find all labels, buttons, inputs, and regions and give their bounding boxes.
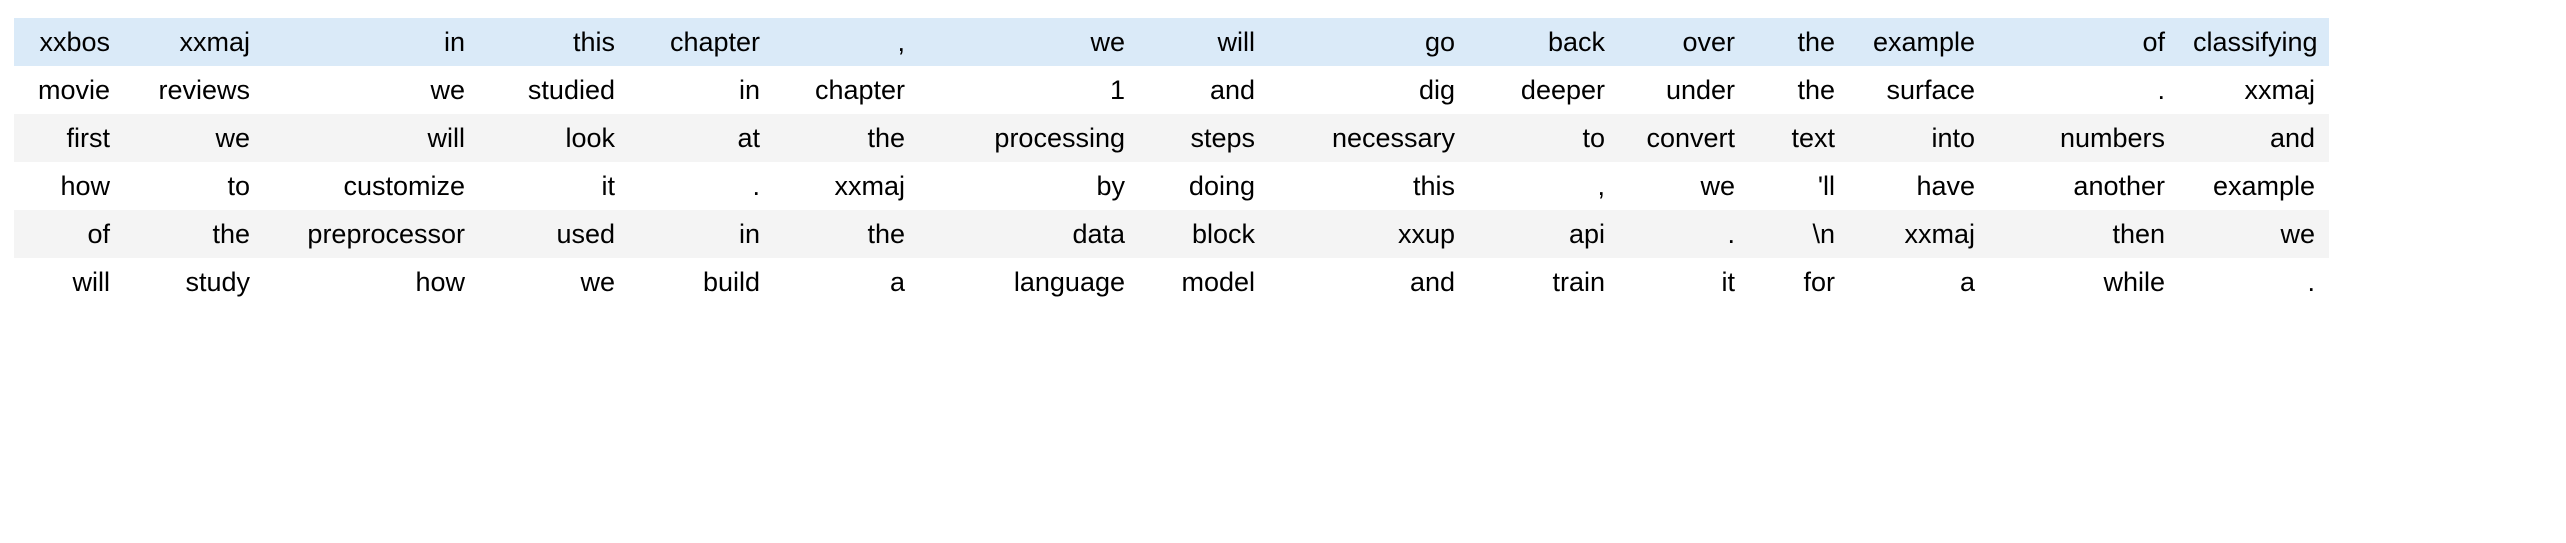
table-row[interactable]: xxbos xxmaj in this chapter , we will go… <box>14 18 2554 66</box>
token-cell: train <box>1469 258 1619 306</box>
token-cell: and <box>2179 114 2329 162</box>
table-row[interactable]: of the preprocessor used in the data blo… <box>14 210 2554 258</box>
tokens-table: xxbos xxmaj in this chapter , we will go… <box>14 18 2554 306</box>
token-cell: data <box>919 210 1139 258</box>
token-cell: and <box>1139 66 1269 114</box>
token-cell: example <box>1849 18 1989 66</box>
token-cell: reviews <box>124 66 264 114</box>
token-cell: while <box>1989 258 2179 306</box>
token-cell: . <box>2179 258 2329 306</box>
token-cell: into <box>1849 114 1989 162</box>
token-cell: text <box>1749 114 1849 162</box>
token-cell: processing <box>919 114 1139 162</box>
token-cell: we <box>2179 210 2329 258</box>
token-cell: surface <box>1849 66 1989 114</box>
token-cell: study <box>124 258 264 306</box>
token-cell: . <box>629 162 774 210</box>
tokens-table-body: xxbos xxmaj in this chapter , we will go… <box>14 18 2554 306</box>
token-cell: a <box>1849 258 1989 306</box>
token-cell: then <box>1989 210 2179 258</box>
token-cell: back <box>1469 18 1619 66</box>
token-cell: first <box>14 114 124 162</box>
token-cell: will <box>264 114 479 162</box>
token-cell: the <box>774 114 919 162</box>
token-cell: and <box>1269 258 1469 306</box>
token-cell: . <box>1619 210 1749 258</box>
token-cell: \n <box>1749 210 1849 258</box>
token-cell: steps <box>1139 114 1269 162</box>
token-cell: deeper <box>1469 66 1619 114</box>
token-cell: in <box>264 18 479 66</box>
token-cell: it <box>479 162 629 210</box>
token-cell: language <box>919 258 1139 306</box>
token-cell: studied <box>479 66 629 114</box>
token-cell: . <box>1989 66 2179 114</box>
token-cell: to <box>124 162 264 210</box>
token-cell: a <box>774 258 919 306</box>
token-cell: convert <box>1619 114 1749 162</box>
token-cell: block <box>1139 210 1269 258</box>
token-cell: xxup <box>1269 210 1469 258</box>
table-row[interactable]: first we will look at the processing ste… <box>14 114 2554 162</box>
token-cell: look <box>479 114 629 162</box>
token-cell: , <box>774 18 919 66</box>
token-cell: customize <box>264 162 479 210</box>
token-cell: how <box>264 258 479 306</box>
token-cell: xxmaj <box>2179 66 2329 114</box>
token-cell: 'll <box>1749 162 1849 210</box>
token-cell: of <box>14 210 124 258</box>
token-cell: we <box>919 18 1139 66</box>
token-cell: classifying <box>2179 18 2329 66</box>
token-cell: in <box>629 210 774 258</box>
token-cell: , <box>1469 162 1619 210</box>
token-cell: in <box>629 66 774 114</box>
token-cell: go <box>1269 18 1469 66</box>
token-cell: xxmaj <box>124 18 264 66</box>
token-cell: by <box>919 162 1139 210</box>
token-cell: we <box>124 114 264 162</box>
token-cell: we <box>479 258 629 306</box>
table-row[interactable]: how to customize it . xxmaj by doing thi… <box>14 162 2554 210</box>
token-cell: another <box>1989 162 2179 210</box>
token-cell: necessary <box>1269 114 1469 162</box>
token-cell: to <box>1469 114 1619 162</box>
token-cell: at <box>629 114 774 162</box>
token-cell: it <box>1619 258 1749 306</box>
token-cell: the <box>124 210 264 258</box>
token-cell: movie <box>14 66 124 114</box>
token-cell: the <box>1749 66 1849 114</box>
token-cell: this <box>479 18 629 66</box>
token-cell: under <box>1619 66 1749 114</box>
token-cell: this <box>1269 162 1469 210</box>
token-cell: numbers <box>1989 114 2179 162</box>
token-cell: will <box>1139 18 1269 66</box>
token-cell: model <box>1139 258 1269 306</box>
token-cell: the <box>1749 18 1849 66</box>
token-cell: how <box>14 162 124 210</box>
token-cell: xxmaj <box>774 162 919 210</box>
token-cell: preprocessor <box>264 210 479 258</box>
token-cell: 1 <box>919 66 1139 114</box>
token-cell: will <box>14 258 124 306</box>
token-cell: chapter <box>774 66 919 114</box>
token-cell: example <box>2179 162 2329 210</box>
token-cell: we <box>264 66 479 114</box>
token-cell: xxmaj <box>1849 210 1989 258</box>
token-cell: for <box>1749 258 1849 306</box>
token-cell: the <box>774 210 919 258</box>
token-cell: over <box>1619 18 1749 66</box>
token-cell: we <box>1619 162 1749 210</box>
table-row[interactable]: movie reviews we studied in chapter 1 an… <box>14 66 2554 114</box>
token-cell: doing <box>1139 162 1269 210</box>
token-cell: used <box>479 210 629 258</box>
token-cell: api <box>1469 210 1619 258</box>
token-cell: of <box>1989 18 2179 66</box>
token-cell: build <box>629 258 774 306</box>
token-cell: xxbos <box>14 18 124 66</box>
token-cell: have <box>1849 162 1989 210</box>
token-cell: chapter <box>629 18 774 66</box>
token-cell: dig <box>1269 66 1469 114</box>
table-row[interactable]: will study how we build a language model… <box>14 258 2554 306</box>
